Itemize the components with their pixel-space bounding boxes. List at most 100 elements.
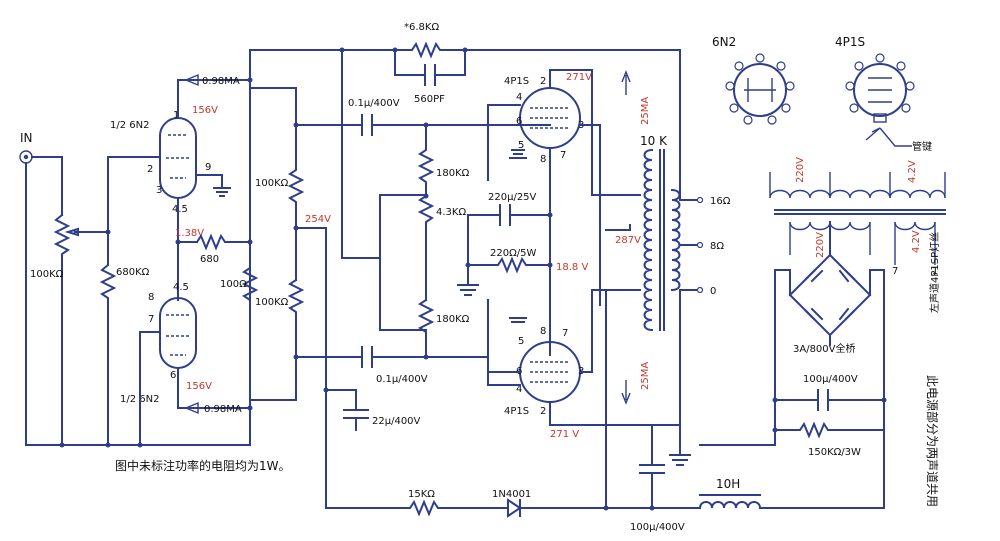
svg-text:5: 5: [518, 336, 524, 347]
svg-text:287V: 287V: [615, 235, 641, 246]
tube-6n2-top: 1/2 6N2 1 2 3 9 4.5 156V: [110, 105, 218, 215]
svg-text:4.2V: 4.2V: [907, 160, 918, 183]
svg-text:560PF: 560PF: [414, 94, 445, 105]
svg-text:220Ω/5W: 220Ω/5W: [490, 248, 536, 259]
junction-dot: [105, 442, 111, 448]
screen-top-wire: [579, 124, 601, 306]
svg-text:0.1μ/400V: 0.1μ/400V: [348, 98, 400, 109]
svg-text:4: 4: [516, 384, 522, 395]
input-pot: [53, 213, 71, 446]
svg-text:8Ω: 8Ω: [710, 241, 724, 252]
r-grid-1: [417, 124, 435, 197]
svg-text:4.5: 4.5: [173, 282, 189, 293]
input-jack: IN: [19, 131, 33, 164]
svg-text:22μ/400V: 22μ/400V: [372, 416, 421, 427]
r-cathode-p: [467, 256, 551, 274]
svg-text:8: 8: [540, 326, 546, 337]
svg-text:4P1S: 4P1S: [504, 406, 529, 417]
note-shared-psu: 此电源部分为两声道共用: [925, 375, 940, 507]
svg-text:4.5: 4.5: [172, 204, 188, 215]
plate-load-1: [249, 87, 305, 281]
svg-text:0.98MA: 0.98MA: [204, 404, 242, 415]
current-arrow: [184, 73, 199, 87]
svg-text:5: 5: [518, 140, 524, 151]
tube-4p1s-bottom: 8 7 5 6 4 3 2 4P1S 271 V: [504, 326, 584, 440]
svg-text:150KΩ/3W: 150KΩ/3W: [808, 447, 861, 458]
svg-text:25MA: 25MA: [640, 97, 651, 125]
junction-dot: [59, 442, 65, 448]
svg-text:100KΩ: 100KΩ: [255, 178, 289, 189]
svg-text:*6.8KΩ: *6.8KΩ: [404, 22, 439, 33]
v1b-plate-wire: [177, 367, 251, 409]
tap-16-terminal: [696, 196, 704, 204]
junction-dot: [105, 229, 111, 235]
fb-output-wire: [474, 49, 681, 201]
svg-text:0.1μ/400V: 0.1μ/400V: [376, 374, 428, 385]
c-cathode: [499, 204, 511, 226]
svg-text:4P1S: 4P1S: [504, 76, 529, 87]
tube-6n2-bottom: 8 7 6 4.5 156V 1/2 6N2: [120, 282, 212, 405]
svg-text:100μ/400V: 100μ/400V: [630, 522, 685, 533]
bottom-rail-left: [325, 444, 401, 509]
svg-text:0: 0: [710, 286, 716, 297]
choke-10h: [698, 419, 885, 510]
svg-text:156V: 156V: [192, 105, 218, 116]
svg-text:100Ω: 100Ω: [220, 279, 247, 290]
ground-output: [669, 289, 691, 466]
svg-text:3: 3: [156, 185, 162, 196]
svg-text:4.3KΩ: 4.3KΩ: [436, 207, 466, 218]
svg-text:2: 2: [540, 76, 546, 87]
ground-symbol: [213, 187, 231, 197]
r-bleed: [774, 399, 885, 439]
svg-text:3A/800V全桥: 3A/800V全桥: [793, 342, 856, 355]
g2-top-wire: [487, 104, 521, 181]
filter-cap-22u: [325, 389, 369, 431]
svg-text:7: 7: [148, 314, 154, 325]
v1b-grid-wire: [139, 331, 161, 446]
feedback-wire: [341, 49, 381, 259]
secondary-wires: [605, 199, 699, 291]
svg-text:15KΩ: 15KΩ: [408, 489, 435, 500]
svg-text:10 K: 10 K: [640, 134, 668, 148]
r-mid: [417, 194, 435, 301]
input-wire: [31, 156, 63, 216]
r-feedback: [399, 41, 476, 59]
svg-text:180KΩ: 180KΩ: [436, 168, 470, 179]
note-resistor-power: 图中未标注功率的电阻均为1W。: [115, 458, 291, 473]
input-label: IN: [20, 131, 33, 145]
svg-text:4.2V: 4.2V: [911, 230, 922, 253]
g2-bottom-wire: [487, 299, 521, 386]
svg-text:680: 680: [200, 254, 219, 265]
svg-text:18.8 V: 18.8 V: [556, 262, 588, 273]
svg-text:100μ/400V: 100μ/400V: [803, 374, 858, 385]
screen-bottom-wire: [579, 289, 641, 373]
svg-text:7: 7: [560, 150, 566, 161]
svg-text:4P1S: 4P1S: [835, 35, 865, 49]
pot-arrow: [64, 227, 79, 237]
svg-text:271 V: 271 V: [550, 429, 579, 440]
r-grid-label: 680KΩ: [116, 267, 150, 278]
svg-text:6: 6: [516, 116, 522, 127]
svg-text:左声道4P1SP灯丝: 左声道4P1SP灯丝: [928, 232, 941, 313]
bplus-drop-wire: [295, 227, 327, 446]
r-grid-2: [417, 298, 435, 358]
svg-text:220V: 220V: [795, 157, 806, 183]
svg-text:1/2 6N2: 1/2 6N2: [110, 120, 149, 131]
r-cathode-2: [241, 241, 259, 446]
svg-text:6N2: 6N2: [712, 35, 736, 49]
bridge-dc-wires: [774, 269, 885, 296]
r-in-label: 100KΩ: [30, 269, 64, 280]
coupling-cap-top: [361, 114, 373, 136]
svg-text:8: 8: [540, 154, 546, 165]
pinout-6n2: 6N2: [712, 35, 795, 125]
svg-text:管键: 管键: [912, 140, 932, 153]
plate-load-2: [249, 278, 305, 401]
svg-text:0.98MA: 0.98MA: [202, 76, 240, 87]
svg-text:1: 1: [932, 266, 938, 277]
pinout-4p1s: 4P1S: [835, 35, 915, 123]
svg-text:7: 7: [892, 266, 898, 277]
svg-text:4: 4: [516, 92, 522, 103]
svg-text:7: 7: [562, 328, 568, 339]
